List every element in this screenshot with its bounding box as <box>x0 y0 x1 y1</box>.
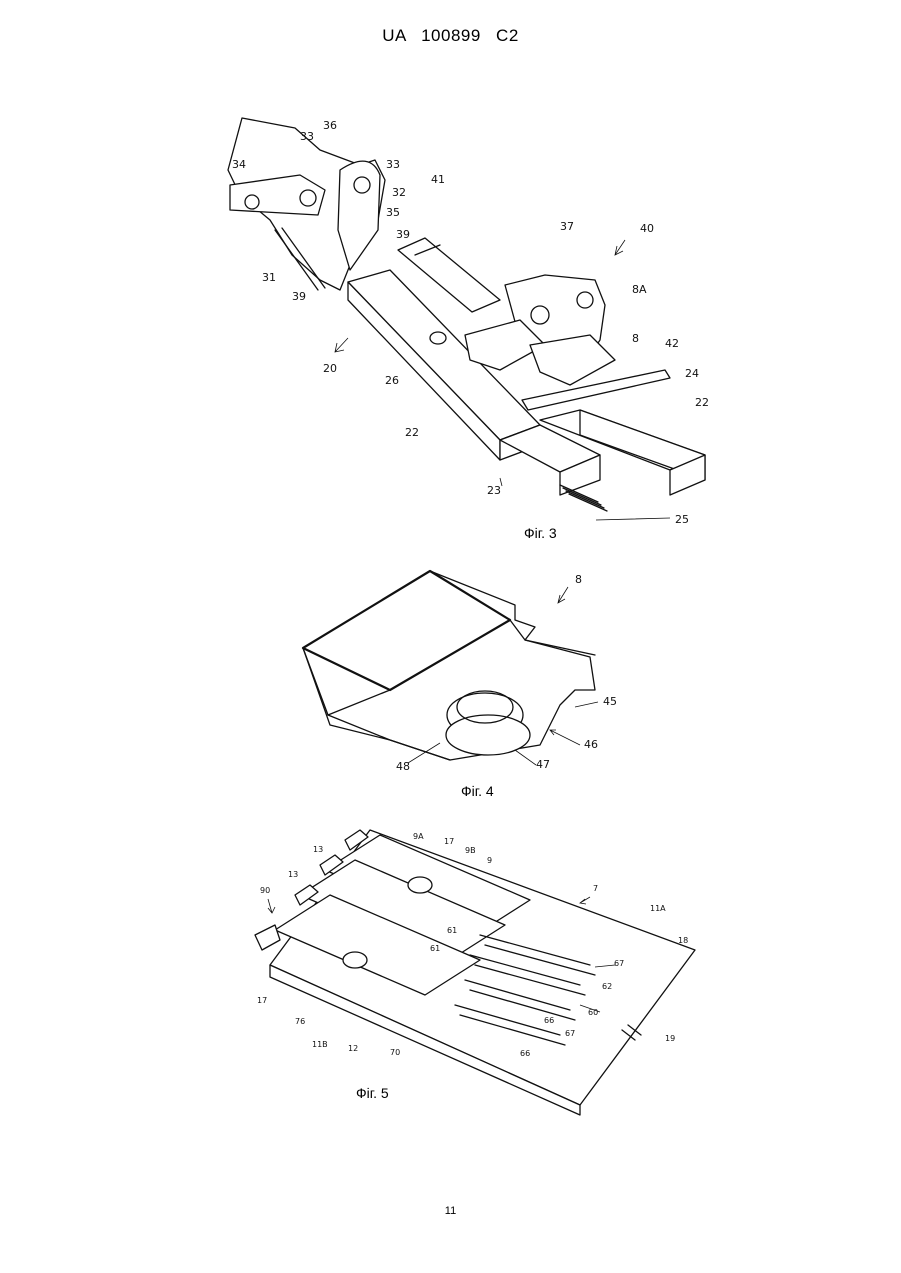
fig3-ref-10: 41 <box>431 173 445 186</box>
fig4-ref-4: 48 <box>396 760 410 773</box>
fig5-ref-4: 9 <box>487 856 492 865</box>
fig5-ref-22: 12 <box>348 1044 358 1053</box>
fig5-ref-23: 70 <box>390 1048 400 1057</box>
fig3-ref-20: 22 <box>405 426 419 439</box>
fig3-ref-9: 39 <box>292 290 306 303</box>
page-number: 11 <box>0 1205 901 1217</box>
figure-3-drawing: 36 33 33 34 32 35 39 31 39 41 37 40 8A 8… <box>200 110 760 530</box>
fig3-ref-18: 20 <box>323 362 337 375</box>
fig5-ref-9: 11A <box>650 904 666 913</box>
fig5-ref-8: 7 <box>593 884 598 893</box>
fig3-ref-22: 25 <box>675 513 689 526</box>
fig3-ref-14: 8 <box>632 332 639 345</box>
fig5-ref-6: 13 <box>288 870 298 879</box>
fig3-ref-7: 39 <box>396 228 410 241</box>
fig3-ref-8: 31 <box>262 271 276 284</box>
fig5-ref-20: 76 <box>295 1017 305 1026</box>
fig3-ref-11: 37 <box>560 220 574 233</box>
figure-5-caption: Фіг. 5 <box>356 1085 389 1101</box>
fig4-ref-3: 46 <box>584 738 598 751</box>
fig3-ref-12: 40 <box>640 222 654 235</box>
fig5-ref-3: 9B <box>465 846 476 855</box>
fig5-ref-12: 61 <box>430 944 440 953</box>
fig5-ref-10: 18 <box>678 936 688 945</box>
fig4-ref-5: 47 <box>536 758 550 771</box>
fig3-ref-1: 36 <box>323 119 337 132</box>
patent-header: UA 100899 C2 <box>0 26 901 46</box>
fig5-ref-5: 13 <box>313 845 323 854</box>
fig3-ref-2: 33 <box>300 130 314 143</box>
fig5-ref-16: 66 <box>544 1016 554 1025</box>
fig3-ref-4: 34 <box>232 158 246 171</box>
fig3-ref-17: 22 <box>695 396 709 409</box>
fig3-ref-15: 42 <box>665 337 679 350</box>
fig5-ref-18: 66 <box>520 1049 530 1058</box>
fig5-ref-17: 67 <box>565 1029 575 1038</box>
fig5-ref-19: 17 <box>257 996 267 1005</box>
fig4-ref-1: 8 <box>575 573 582 586</box>
figure-3-caption: Фіг. 3 <box>524 525 557 541</box>
fig5-ref-11: 61 <box>447 926 457 935</box>
figure-5-drawing: 9A 17 9B 9 13 13 90 7 11A 18 61 61 67 62… <box>250 825 700 1110</box>
fig3-ref-6: 35 <box>386 206 400 219</box>
figure-4-caption: Фіг. 4 <box>461 783 494 799</box>
fig3-ref-13: 8A <box>632 283 647 296</box>
fig5-ref-24: 19 <box>665 1034 675 1043</box>
fig3-ref-21: 23 <box>487 484 501 497</box>
fig3-ref-16: 24 <box>685 367 699 380</box>
figure-4-drawing: 8 45 46 48 47 <box>300 565 630 775</box>
fig5-ref-14: 62 <box>602 982 612 991</box>
fig5-ref-13: 67 <box>614 959 624 968</box>
fig5-ref-2: 17 <box>444 837 454 846</box>
fig5-ref-7: 90 <box>260 886 270 895</box>
fig3-ref-3: 33 <box>386 158 400 171</box>
fig3-ref-19: 26 <box>385 374 399 387</box>
fig5-ref-21: 11B <box>312 1040 328 1049</box>
fig4-ref-2: 45 <box>603 695 617 708</box>
fig3-ref-5: 32 <box>392 186 406 199</box>
fig5-ref-1: 9A <box>413 832 424 841</box>
